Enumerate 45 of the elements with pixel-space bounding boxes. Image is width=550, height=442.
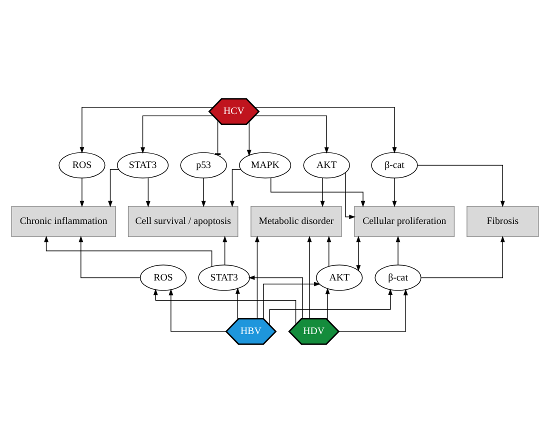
arrow — [78, 235, 140, 278]
arrow — [325, 287, 330, 320]
node-ellipse: ROS — [58, 152, 106, 178]
arrow — [153, 288, 296, 324]
node-ellipse: ROS — [140, 264, 187, 290]
node-box: Cellular proliferation — [354, 205, 455, 237]
arrow — [270, 176, 366, 207]
arrow — [356, 235, 361, 271]
arrow — [230, 168, 241, 207]
arrow — [168, 288, 226, 332]
arrow — [254, 106, 397, 153]
arrow — [248, 274, 303, 319]
node-box: Metabolic disorder — [250, 205, 342, 237]
node-ellipse: β-cat — [374, 264, 422, 290]
arrow — [140, 114, 214, 154]
arrow — [345, 172, 356, 219]
arrow — [201, 177, 206, 207]
node-ellipse: STAT3 — [116, 152, 169, 178]
arrow — [396, 235, 400, 265]
arrow — [246, 120, 252, 156]
arrow — [80, 106, 214, 153]
arrow — [420, 235, 505, 278]
node-box: Chronic inflammation — [11, 205, 116, 237]
arrow — [222, 235, 228, 265]
arrow — [254, 235, 260, 319]
node-ellipse: MAPK — [239, 152, 292, 178]
node-box: Cell survival / apoptosis — [128, 205, 238, 237]
arrow — [80, 177, 84, 207]
arrow — [326, 235, 332, 266]
node-ellipse: AKT — [303, 152, 350, 178]
arrow — [307, 235, 312, 319]
arrow — [146, 176, 150, 207]
arrow — [269, 288, 393, 325]
arrow — [235, 287, 240, 320]
node-ellipse: β-cat — [371, 152, 418, 178]
arrow — [320, 177, 325, 207]
arrow — [44, 235, 212, 266]
arrow — [392, 177, 397, 207]
node-ellipse: STAT3 — [198, 264, 250, 290]
node-box: Fibrosis — [466, 205, 539, 237]
arrow — [108, 168, 120, 207]
arrow — [417, 164, 505, 207]
arrow — [263, 281, 320, 319]
arrow — [254, 114, 329, 154]
arrow — [338, 288, 408, 332]
